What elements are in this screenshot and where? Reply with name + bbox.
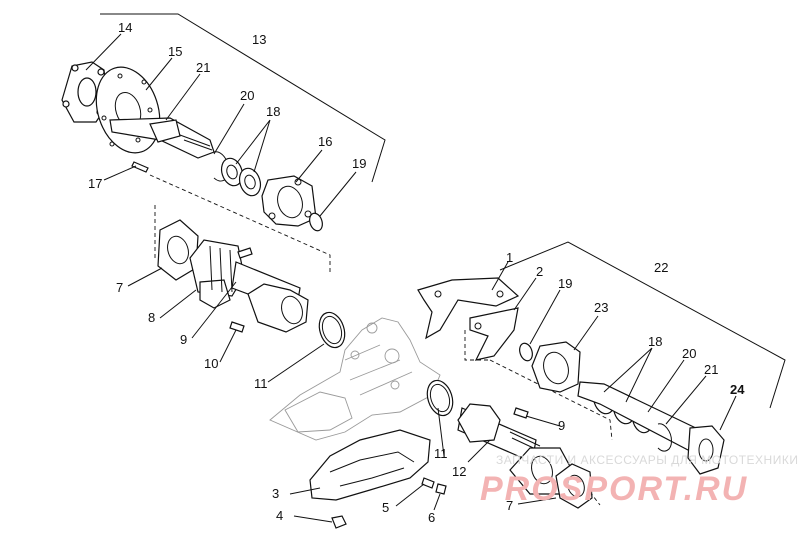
callout-12: 12: [452, 464, 466, 479]
gasket-7-upper: [157, 219, 199, 281]
callout-20-upper: 20: [240, 88, 254, 103]
group-brackets: [100, 13, 786, 409]
circlip-20-lower: [657, 423, 672, 452]
bearing-housing-16: [261, 175, 317, 227]
nut-4: [331, 515, 347, 529]
skid-plate-3: [309, 429, 431, 501]
bearings-18: [220, 157, 262, 197]
flange-housing-8: [189, 239, 245, 309]
callout-20-lower: 20: [682, 346, 696, 361]
screw-17: [131, 161, 149, 173]
callout-1: 1: [506, 250, 513, 265]
callout-10: 10: [204, 356, 218, 371]
callout-21-upper: 21: [196, 60, 210, 75]
bolt-9-lower: [513, 407, 529, 419]
axle-housing-ghost: [269, 317, 441, 441]
gasket-7-lower: [555, 463, 593, 509]
carrier-housing-upper: [247, 283, 309, 333]
callout-7-upper: 7: [116, 280, 123, 295]
screw-6: [435, 483, 447, 495]
callout-16: 16: [318, 134, 332, 149]
callout-14: 14: [118, 20, 132, 35]
callout-21-lower: 21: [704, 362, 718, 377]
o-ring-19-upper: [309, 212, 323, 232]
callout-22: 22: [654, 260, 668, 275]
bearing-housing-23: [531, 341, 581, 393]
half-shaft-24: [577, 381, 725, 475]
callout-18-upper: 18: [266, 104, 280, 119]
callout-5: 5: [382, 500, 389, 515]
screw-5: [421, 477, 435, 489]
bolt-9-upper: [237, 247, 253, 259]
leader-lines: [85, 33, 737, 523]
bolt-10: [229, 321, 245, 333]
callout-6: 6: [428, 510, 435, 525]
callout-4: 4: [276, 508, 283, 523]
callout-18-lower: 18: [648, 334, 662, 349]
bracket-1: [417, 277, 520, 340]
callout-9-upper: 9: [180, 332, 187, 347]
callout-2: 2: [536, 264, 543, 279]
o-ring-11-lower: [426, 379, 454, 417]
callout-23: 23: [594, 300, 608, 315]
watermark-caption: ЗАПЧАСТИ И АКСЕССУАРЫ ДЛЯ МОТОТЕХНИКИ: [496, 453, 798, 467]
watermark-logo: PROSPORT.RU: [480, 470, 748, 508]
callout-11-lower: 11: [434, 446, 448, 461]
callout-19-upper: 19: [352, 156, 366, 171]
callout-9-lower: 9: [558, 418, 565, 433]
assembly-guides: [149, 174, 613, 506]
callout-7-lower: 7: [506, 498, 513, 513]
o-ring-19-lower: [519, 342, 533, 362]
callout-13: 13: [252, 32, 266, 47]
callout-24: 24: [730, 382, 745, 397]
watermark: ЗАПЧАСТИ И АКСЕССУАРЫ ДЛЯ МОТОТЕХНИКИ PR…: [480, 453, 798, 508]
callout-19-lower: 19: [558, 276, 572, 291]
callout-17: 17: [88, 176, 102, 191]
bracket-2: [469, 307, 519, 361]
callout-15: 15: [168, 44, 182, 59]
callout-labels: 1 2 3 4 5 6 7 7 8 9 9 10 11 11 12 13 14 …: [88, 20, 745, 525]
callout-11-upper: 11: [254, 376, 268, 391]
o-ring-11-upper: [318, 311, 346, 349]
half-shaft-21: [109, 117, 215, 159]
callout-3: 3: [272, 486, 279, 501]
callout-8: 8: [148, 310, 155, 325]
